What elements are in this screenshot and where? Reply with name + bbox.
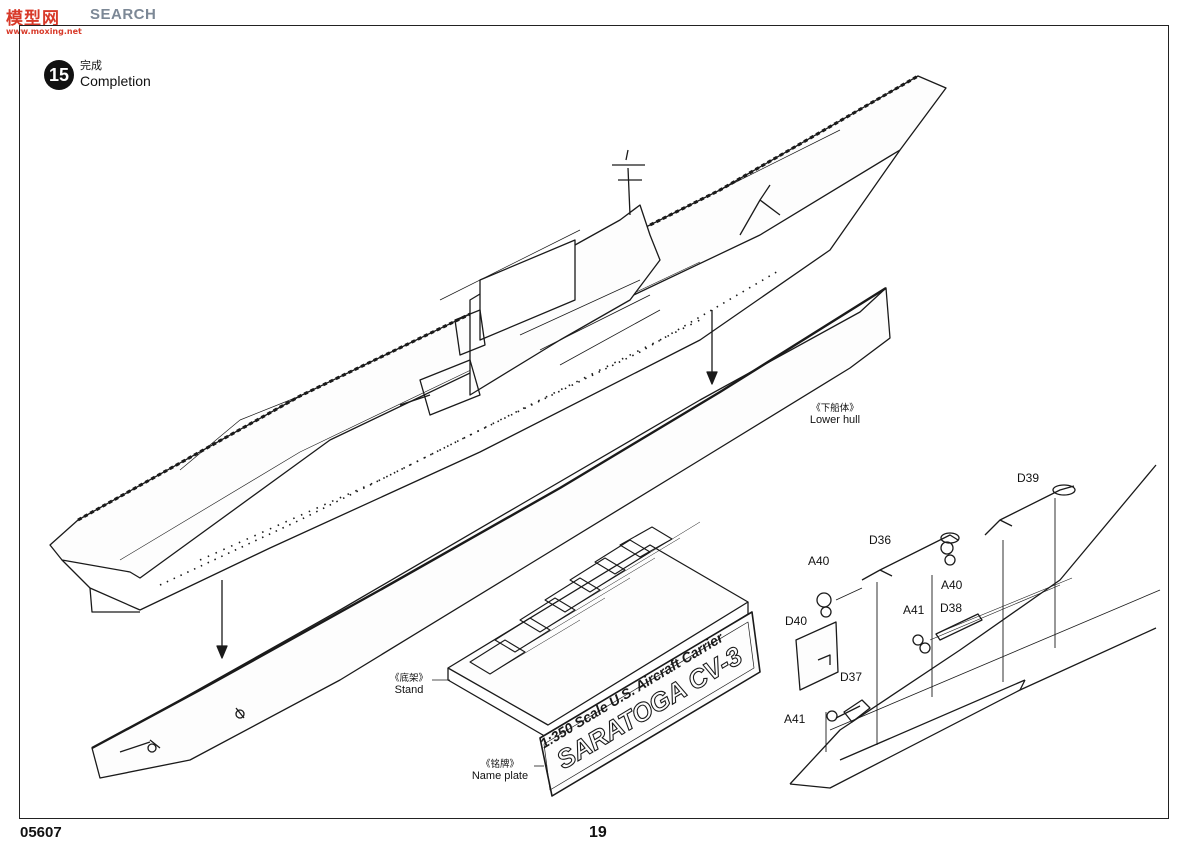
part-a41-upper: A41 bbox=[903, 603, 925, 617]
stand-label: 《底架》 Stand bbox=[384, 670, 434, 696]
step-title-en: Completion bbox=[80, 73, 151, 89]
watermark-url: www.moxing.net bbox=[6, 27, 82, 36]
part-d38: D38 bbox=[940, 601, 963, 615]
detail-view-drawing bbox=[789, 464, 1161, 789]
page-number: 19 bbox=[589, 824, 607, 841]
part-a40-right: A40 bbox=[941, 578, 963, 592]
name-plate-label: 《铭牌》 Name plate bbox=[466, 756, 534, 782]
part-a40-left: A40 bbox=[808, 554, 830, 568]
product-code: 05607 bbox=[20, 824, 62, 841]
watermark-logo: 模型网 SEARCH www.moxing.net bbox=[4, 2, 174, 38]
carrier-upper-hull-drawing bbox=[49, 74, 947, 613]
step-title-cn: 完成 bbox=[80, 59, 102, 72]
lower-hull-label: 《下船体》 Lower hull bbox=[800, 400, 870, 426]
part-d39: D39 bbox=[1017, 471, 1040, 485]
watermark-en: SEARCH bbox=[90, 6, 157, 23]
watermark-cn: 模型网 bbox=[6, 9, 60, 29]
step-number-badge: 15 bbox=[44, 60, 74, 90]
lower-hull-label-en: Lower hull bbox=[809, 414, 861, 426]
part-d36: D36 bbox=[869, 533, 892, 547]
page-frame bbox=[19, 25, 1169, 819]
part-a41-lower: A41 bbox=[784, 712, 806, 726]
name-plate-label-en: Name plate bbox=[471, 770, 529, 782]
lower-hull-label-cn: 《下船体》 bbox=[811, 403, 859, 414]
stand-label-en: Stand bbox=[394, 684, 424, 696]
name-plate-label-cn: 《铭牌》 bbox=[480, 759, 519, 770]
part-d40: D40 bbox=[785, 614, 808, 628]
name-plate-drawing bbox=[539, 611, 761, 797]
stand-label-cn: 《底架》 bbox=[389, 673, 428, 684]
part-d37: D37 bbox=[840, 670, 863, 684]
lower-hull-drawing bbox=[91, 286, 891, 779]
